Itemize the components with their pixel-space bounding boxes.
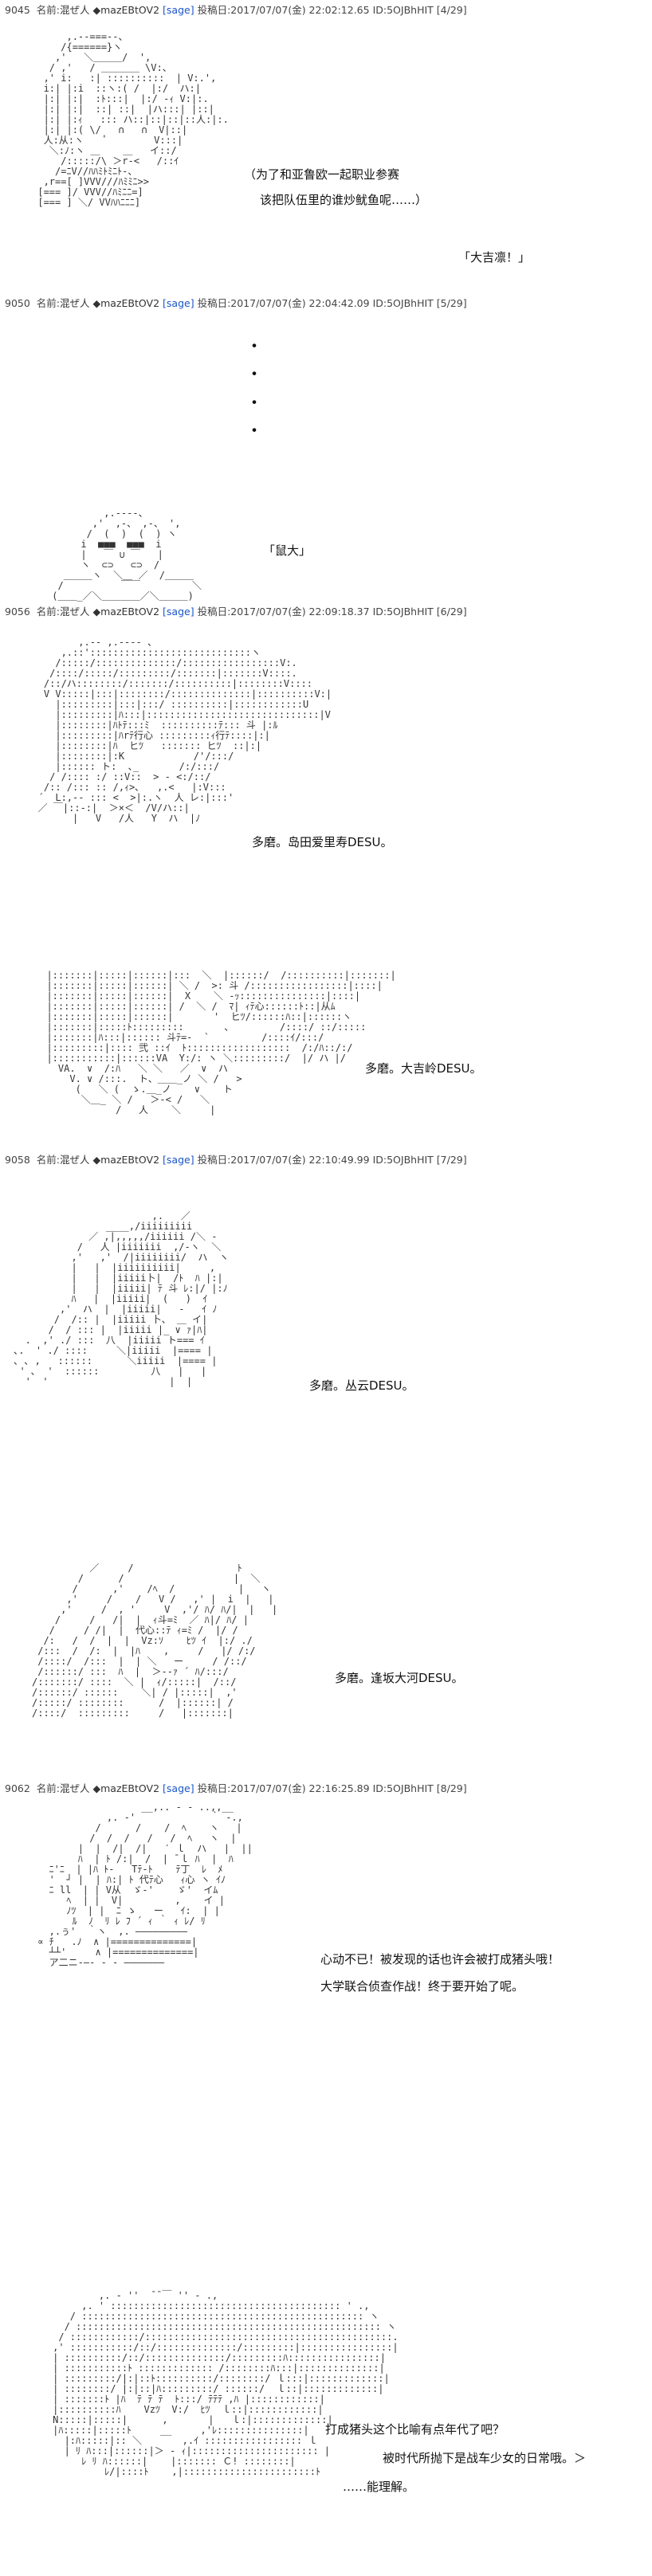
ascii-art: ,. ／ ____,/iiiiiiiii ／ ,|,,,,,/iiiiii /＼… <box>14 1210 229 1387</box>
sage-tag: [sage] <box>163 1782 194 1794</box>
poster-name: 混ぜ人 <box>60 297 90 309</box>
sage-tag: [sage] <box>163 1154 194 1166</box>
dialogue-line: 多磨。丛云DESU。 <box>309 1378 414 1393</box>
post-count: [7/29] <box>436 1154 467 1166</box>
post-date: 2017/07/07(金) 22:10:49.99 <box>230 1154 370 1166</box>
dialogue-line: ……能理解。 <box>343 2480 415 2494</box>
ellipsis-dot: ・ <box>245 337 264 357</box>
poster-trip: ◆mazEBtOV2 <box>92 1154 160 1166</box>
post-date: 2017/07/07(金) 22:02:12.65 <box>230 4 370 16</box>
sage-tag: [sage] <box>163 606 194 618</box>
dialogue-line: 多磨。逢坂大河DESU。 <box>335 1671 464 1685</box>
dialogue-line: 「大吉凛！」 <box>458 250 531 265</box>
id-label: ID: <box>372 606 387 618</box>
poster-trip: ◆mazEBtOV2 <box>92 1782 160 1794</box>
post-number[interactable]: 9045 <box>5 4 30 16</box>
poster-trip: ◆mazEBtOV2 <box>92 4 160 16</box>
dialogue-line: 大学联合侦查作战！终于要开始了呢。 <box>320 1979 524 1994</box>
post-header: 9050 名前:混ぜ人 ◆mazEBtOV2 [sage] 投稿日:2017/0… <box>5 295 467 312</box>
poster-name: 混ぜ人 <box>60 1154 90 1166</box>
date-label: 投稿日: <box>197 297 231 309</box>
name-label: 名前: <box>36 4 61 16</box>
dialogue-line: 多磨。大吉岭DESU。 <box>365 1061 482 1076</box>
poster-id[interactable]: 5OJBhHIT <box>387 1154 434 1166</box>
dialogue-line: （为了和亚鲁欧一起职业参赛 <box>244 167 400 182</box>
post-date: 2017/07/07(金) 22:16:25.89 <box>230 1782 370 1794</box>
id-label: ID: <box>372 1782 387 1794</box>
post-count: [5/29] <box>436 297 467 309</box>
ascii-art: |:::::::|:::::|::::::|::: ＼ |::::::/ /::… <box>46 970 396 1115</box>
name-label: 名前: <box>36 1154 61 1166</box>
id-label: ID: <box>372 4 387 16</box>
post-count: [4/29] <box>436 4 467 16</box>
poster-id[interactable]: 5OJBhHIT <box>387 606 434 618</box>
id-label: ID: <box>372 1154 387 1166</box>
ascii-art: ,.-‐‐-、 ,' ,-、 ,-、 ', / ( ) ( ) ヽ i ■■■ … <box>52 508 202 602</box>
poster-id[interactable]: 5OJBhHIT <box>387 1782 434 1794</box>
post-header: 9045 名前:混ぜ人 ◆mazEBtOV2 [sage] 投稿日:2017/0… <box>5 2 467 19</box>
post-count: [6/29] <box>436 606 467 618</box>
poster-trip: ◆mazEBtOV2 <box>92 606 160 618</box>
date-label: 投稿日: <box>197 606 231 618</box>
poster-name: 混ぜ人 <box>60 606 90 618</box>
ascii-art: ／ / ﾄ / / | ＼ / ,' /ﾍ / | ヽ ,' / / V / ,… <box>32 1562 278 1719</box>
dialogue-line: 「鼠大」 <box>263 543 312 558</box>
ascii-art: ,.-‐===‐-、 /{======}ヽ ,' ＼＿＿＿/ ', / ,' /… <box>37 31 229 208</box>
name-label: 名前: <box>36 297 61 309</box>
ascii-art: ,. ‐ '' ̄ ̄ ￣ '' ‐ ., ,. ' :::::::::::::… <box>53 2290 399 2477</box>
post-count: [8/29] <box>436 1782 467 1794</box>
date-label: 投稿日: <box>197 1154 231 1166</box>
post-header: 9056 名前:混ぜ人 ◆mazEBtOV2 [sage] 投稿日:2017/0… <box>5 603 467 621</box>
poster-id[interactable]: 5OJBhHIT <box>387 4 434 16</box>
post-number[interactable]: 9056 <box>5 606 30 618</box>
dialogue-line: 打成猪头这个比喻有点年代了吧？ <box>325 2422 505 2437</box>
date-label: 投稿日: <box>197 4 231 16</box>
id-label: ID: <box>372 297 387 309</box>
ascii-art: __,.. ‐ ‐ ..,,__ ,. ‐' ｀ ‐., / / / ﾍ ヽ |… <box>37 1802 253 1968</box>
dialogue-line: 被时代所抛下是战车少女的日常哦。＞ <box>383 2451 587 2465</box>
dialogue-line: 心动不已！被发现的话也许会被打成猪头哦！ <box>320 1952 560 1966</box>
post-number[interactable]: 9050 <box>5 297 30 309</box>
post-header: 9058 名前:混ぜ人 ◆mazEBtOV2 [sage] 投稿日:2017/0… <box>5 1151 467 1169</box>
date-label: 投稿日: <box>197 1782 231 1794</box>
sage-tag: [sage] <box>163 297 194 309</box>
poster-name: 混ぜ人 <box>60 1782 90 1794</box>
dialogue-line: 该把队伍里的谁炒鱿鱼呢……） <box>260 193 428 207</box>
name-label: 名前: <box>36 606 61 618</box>
post-date: 2017/07/07(金) 22:04:42.09 <box>230 297 370 309</box>
name-label: 名前: <box>36 1782 61 1794</box>
ellipsis-dot: ・ <box>245 394 264 414</box>
dialogue-line: 多磨。岛田爱里寿DESU。 <box>252 835 393 849</box>
ascii-art: ,.-‐ ,.---- 、 ,.::':::::::::::::::::::::… <box>37 637 332 824</box>
post-header: 9062 名前:混ぜ人 ◆mazEBtOV2 [sage] 投稿日:2017/0… <box>5 1780 467 1798</box>
poster-id[interactable]: 5OJBhHIT <box>387 297 434 309</box>
post-date: 2017/07/07(金) 22:09:18.37 <box>230 606 370 618</box>
poster-name: 混ぜ人 <box>60 4 90 16</box>
ellipsis-dot: ・ <box>245 421 264 441</box>
post-number[interactable]: 9062 <box>5 1782 30 1794</box>
post-number[interactable]: 9058 <box>5 1154 30 1166</box>
ellipsis-dot: ・ <box>245 365 264 385</box>
sage-tag: [sage] <box>163 4 194 16</box>
poster-trip: ◆mazEBtOV2 <box>92 297 160 309</box>
